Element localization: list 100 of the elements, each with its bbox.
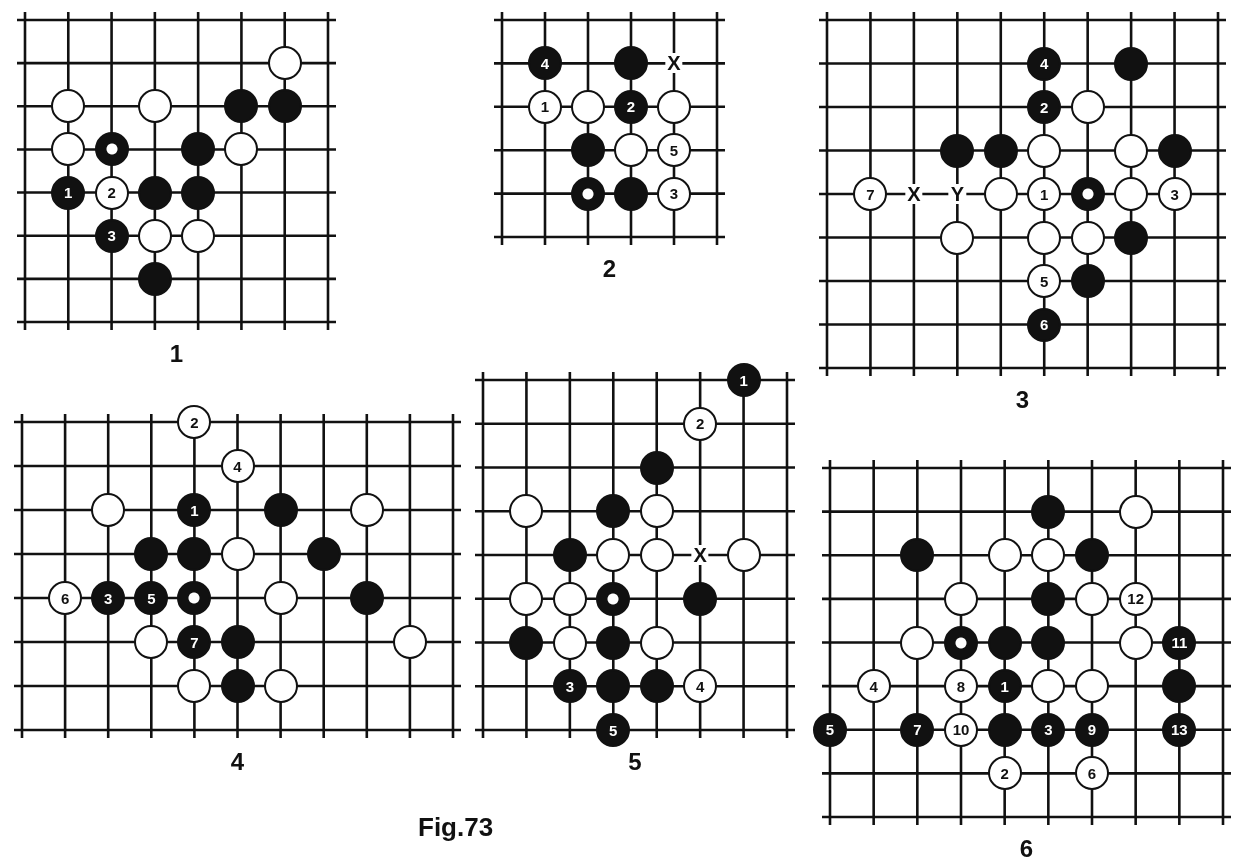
point-marker: Y (948, 184, 966, 204)
stone (552, 625, 587, 660)
stone (571, 89, 605, 124)
numbered-stone: 1 (177, 493, 212, 527)
stone (509, 494, 544, 529)
numbered-stone: 2 (177, 405, 212, 439)
diagram-number: 4 (230, 748, 245, 776)
stone (137, 89, 172, 124)
numbered-stone: 5 (1027, 264, 1062, 298)
marked-stone (177, 581, 212, 615)
stone (1070, 220, 1105, 255)
numbered-stone: 7 (900, 712, 935, 747)
stone (349, 493, 384, 527)
numbered-stone: 5 (134, 581, 169, 615)
stone (1070, 264, 1105, 298)
stone (509, 625, 544, 660)
marked-stone (94, 132, 129, 167)
stone (1031, 538, 1066, 573)
stone (220, 669, 255, 703)
stone (987, 625, 1022, 660)
numbered-stone: 3 (1157, 177, 1192, 211)
stone (263, 493, 298, 527)
stone (596, 625, 631, 660)
stone (51, 89, 86, 124)
diagram-number: 6 (1019, 835, 1034, 862)
stone (1114, 177, 1149, 211)
numbered-stone: 4 (220, 449, 255, 483)
diagram-number: 5 (628, 748, 642, 776)
numbered-stone: 6 (48, 581, 83, 615)
stone (614, 133, 648, 168)
stone (51, 132, 86, 167)
numbered-stone: 6 (1075, 756, 1109, 791)
stone (177, 537, 212, 571)
stone (1027, 220, 1062, 255)
stone (726, 538, 761, 572)
stone (224, 132, 259, 167)
stone (224, 89, 259, 124)
stone (940, 133, 975, 168)
stone (940, 220, 975, 255)
stone (571, 133, 605, 168)
numbered-stone: 4 (1027, 46, 1062, 81)
diagram-number: 3 (1015, 386, 1030, 414)
numbered-stone: 3 (94, 218, 129, 253)
numbered-stone: 4 (528, 46, 562, 81)
stone (552, 538, 587, 572)
stone (639, 538, 674, 572)
stone (1157, 133, 1192, 168)
numbered-stone: 12 (1118, 581, 1153, 616)
numbered-stone: 1 (51, 175, 86, 210)
stone (181, 132, 216, 167)
diagram-number: 2 (602, 255, 617, 283)
stone (263, 669, 298, 703)
stone (639, 669, 674, 704)
stone (509, 581, 544, 616)
stone (306, 537, 341, 571)
stone (1118, 494, 1153, 529)
stone (349, 581, 384, 615)
stone (181, 175, 216, 210)
stone (220, 537, 255, 571)
stone (983, 133, 1018, 168)
point-marker: X (665, 53, 683, 74)
stone (1031, 669, 1066, 704)
numbered-stone: 5 (813, 712, 847, 747)
numbered-stone: 5 (596, 713, 631, 747)
numbered-stone: 1 (1027, 177, 1062, 211)
point-marker: X (905, 184, 923, 204)
stone (137, 218, 172, 253)
stone (263, 581, 298, 615)
stone (639, 625, 674, 660)
stone (900, 538, 935, 573)
numbered-stone: 2 (987, 756, 1022, 791)
stone (639, 494, 674, 529)
numbered-stone: 2 (94, 175, 129, 210)
stone (177, 669, 212, 703)
stone (596, 669, 631, 704)
numbered-stone: 11 (1162, 625, 1197, 660)
stone (987, 712, 1022, 747)
numbered-stone: 8 (944, 669, 978, 704)
stone (596, 538, 631, 572)
stone (267, 89, 302, 124)
stone (1114, 220, 1149, 255)
point-marker: X (691, 545, 709, 565)
stone (1031, 625, 1066, 660)
stone (944, 581, 978, 616)
stone (134, 537, 169, 571)
stone (614, 176, 648, 211)
stone (1031, 581, 1066, 616)
stone (1118, 625, 1153, 660)
numbered-stone: 2 (614, 89, 648, 124)
numbered-stone: 7 (853, 177, 888, 211)
stone (683, 581, 718, 616)
stone (1114, 133, 1149, 168)
stone (1031, 494, 1066, 529)
marked-stone (571, 176, 605, 211)
numbered-stone: 2 (1027, 90, 1062, 124)
numbered-stone: 10 (944, 712, 978, 747)
stone (987, 538, 1022, 573)
stone (1075, 538, 1109, 573)
numbered-stone: 5 (657, 133, 691, 168)
figure-caption: Fig.73 (418, 812, 494, 843)
